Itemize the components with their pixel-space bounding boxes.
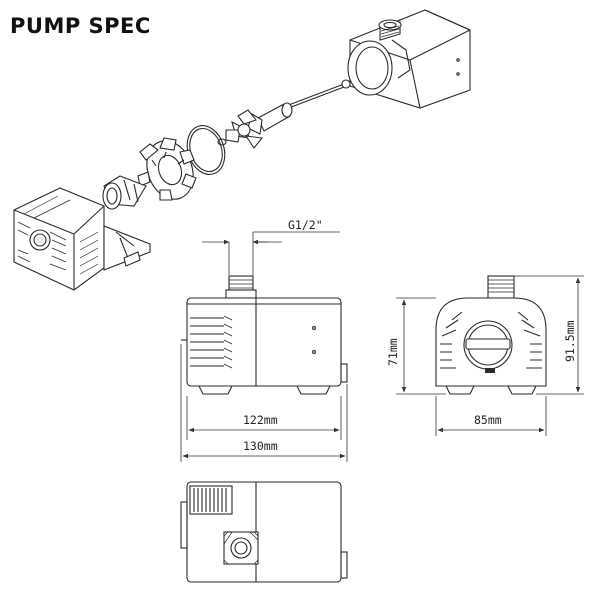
inner-length-label: 122mm [243, 413, 278, 427]
impeller-cover [137, 137, 197, 201]
front-cage [13, 187, 151, 291]
exploded-view [13, 9, 471, 291]
front-view: 85mm 71mm 91.5mm [386, 275, 584, 436]
width-label: 85mm [474, 413, 502, 427]
shaft [285, 79, 351, 110]
impeller [217, 102, 293, 149]
inlet-cap [102, 175, 147, 210]
motor-housing [347, 9, 471, 109]
page-title: PUMP SPEC [10, 14, 151, 38]
total-height-label: 91.5mm [563, 320, 577, 362]
side-view: G1/2" 122mm 130mm [180, 218, 348, 462]
top-view [180, 481, 348, 583]
body-height-label: 71mm [386, 338, 400, 366]
total-length-label: 130mm [243, 439, 278, 453]
thread-label: G1/2" [288, 218, 323, 232]
